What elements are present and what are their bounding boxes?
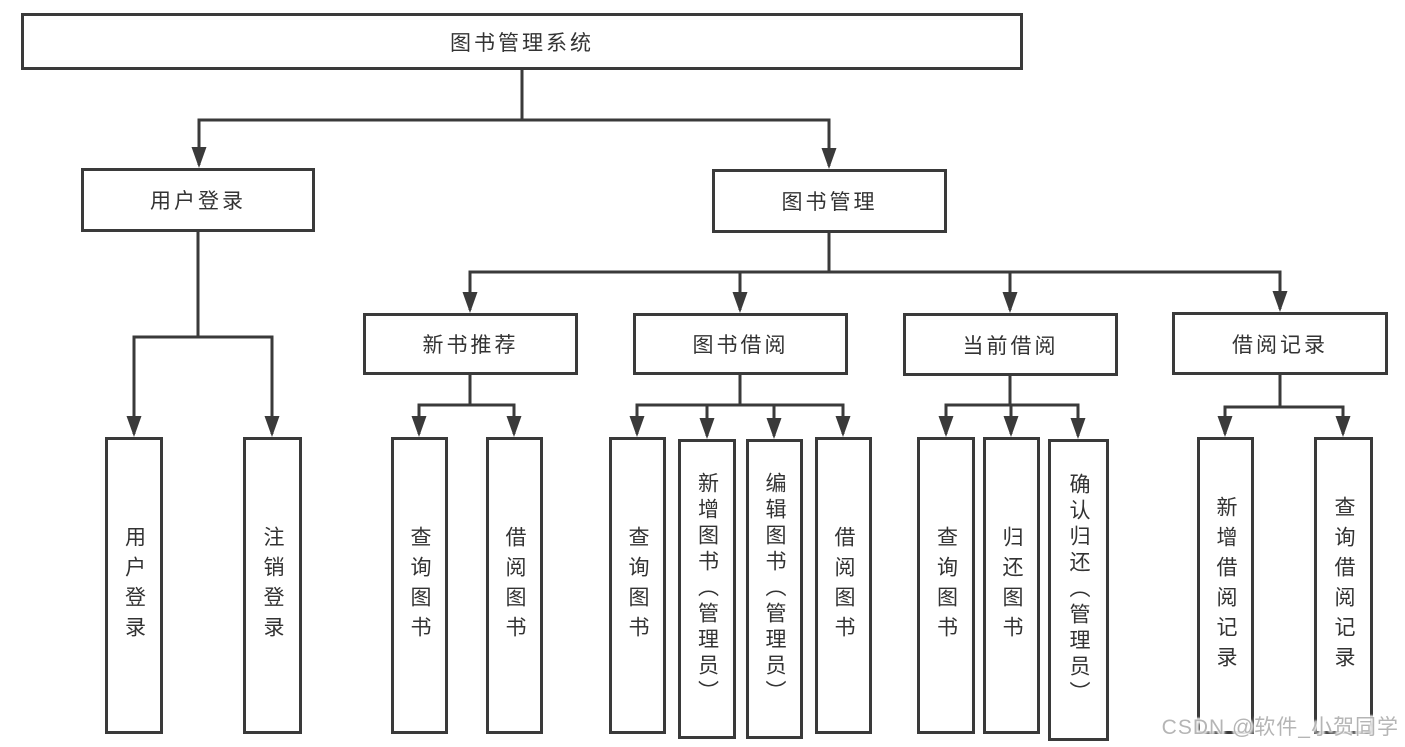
leaf-query-books-borrowing: 查询图书 xyxy=(609,437,666,734)
leaf-query-books-current: 查询图书 xyxy=(917,437,975,734)
leaf-borrow-books-borrowing: 借阅图书 xyxy=(815,437,872,734)
leaf-borrow-books-recommend: 借阅图书 xyxy=(486,437,543,734)
leaf-add-borrow-record: 新增借阅记录 xyxy=(1197,437,1254,734)
node-book-management: 图书管理 xyxy=(712,169,947,233)
csdn-watermark: CSDN @软件_小贺同学 xyxy=(1161,716,1399,739)
leaf-return-books: 归还图书 xyxy=(983,437,1040,734)
node-new-book-recommend: 新书推荐 xyxy=(363,313,578,375)
node-borrowing-records: 借阅记录 xyxy=(1172,312,1388,375)
leaf-user-login: 用户登录 xyxy=(105,437,163,734)
node-book-borrowing: 图书借阅 xyxy=(633,313,848,375)
leaf-edit-books-admin: 编辑图书（管理员） xyxy=(746,439,803,739)
leaf-confirm-return-admin: 确认归还（管理员） xyxy=(1048,439,1109,741)
leaf-logout: 注销登录 xyxy=(243,437,302,734)
node-current-borrowing: 当前借阅 xyxy=(903,313,1118,376)
leaf-query-books-recommend: 查询图书 xyxy=(391,437,448,734)
leaf-query-borrow-record: 查询借阅记录 xyxy=(1314,437,1373,734)
node-user-login: 用户登录 xyxy=(81,168,315,232)
leaf-add-books-admin: 新增图书（管理员） xyxy=(678,439,736,739)
node-library-management-system: 图书管理系统 xyxy=(21,13,1023,70)
